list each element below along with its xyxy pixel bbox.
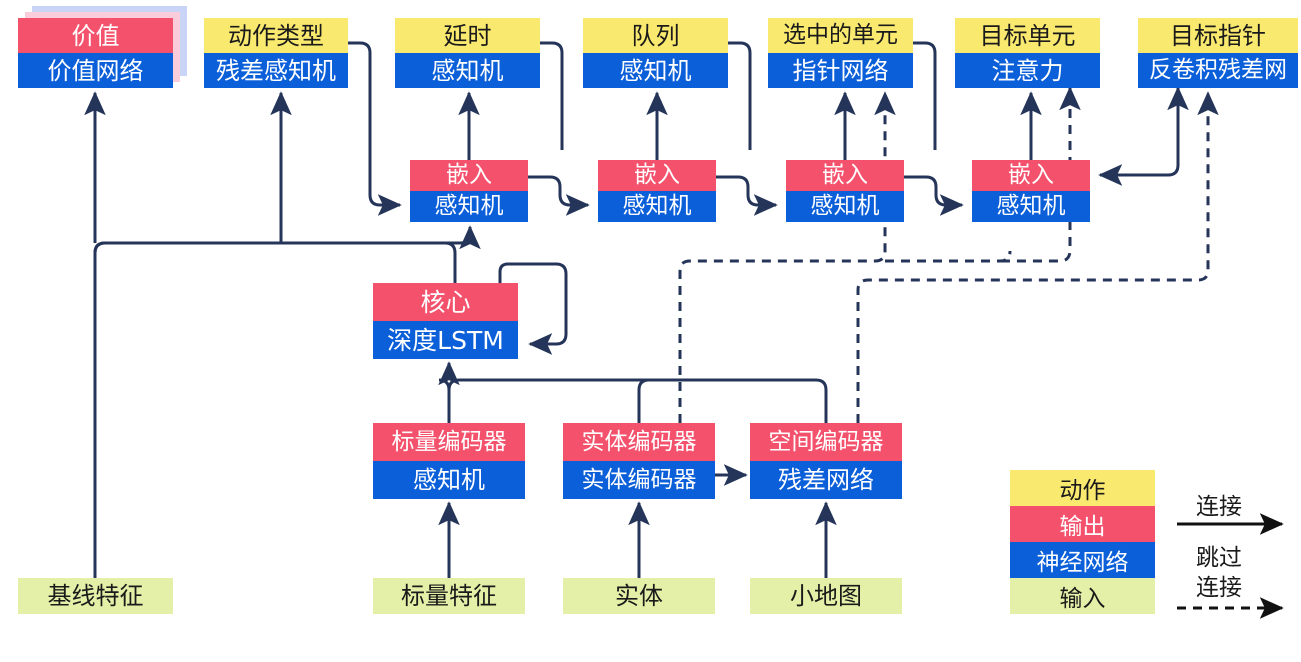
node-delay[interactable]: 延时 感知机 <box>395 18 540 88</box>
node-target-pointer-bottom: 反卷积残差网 <box>1138 53 1298 88</box>
node-scalar-encoder[interactable]: 标量编码器 感知机 <box>373 423 525 499</box>
node-value-top: 价值 <box>18 18 173 53</box>
legend-skip-label-line1: 跳过 <box>1196 545 1242 571</box>
node-core-bottom: 深度LSTM <box>373 321 518 359</box>
node-selected-units-top: 选中的单元 <box>768 18 913 53</box>
node-spatial-encoder-top: 空间编码器 <box>750 423 902 461</box>
node-target-pointer[interactable]: 目标指针 反卷积残差网 <box>1138 18 1298 88</box>
node-queued-top: 队列 <box>583 18 728 53</box>
node-target-unit-bottom: 注意力 <box>955 53 1100 88</box>
node-embed-2[interactable]: 嵌入 感知机 <box>598 160 716 222</box>
node-entity-encoder[interactable]: 实体编码器 实体编码器 <box>563 423 715 499</box>
node-target-unit[interactable]: 目标单元 注意力 <box>955 18 1100 88</box>
legend-arrows <box>1177 513 1284 619</box>
node-entity-encoder-top: 实体编码器 <box>563 423 715 461</box>
node-entity-encoder-bottom: 实体编码器 <box>563 461 715 499</box>
node-input-scalar-features[interactable]: 标量特征 <box>373 578 525 614</box>
node-embed-3-top: 嵌入 <box>786 160 904 191</box>
node-target-pointer-top: 目标指针 <box>1138 18 1298 53</box>
node-scalar-encoder-bottom: 感知机 <box>373 461 525 499</box>
node-delay-top: 延时 <box>395 18 540 53</box>
node-value[interactable]: 价值 价值网络 <box>18 18 173 88</box>
node-scalar-encoder-top: 标量编码器 <box>373 423 525 461</box>
node-input-minimap[interactable]: 小地图 <box>750 578 902 614</box>
legend-swatch-stack: 动作 输出 神经网络 输入 <box>1010 470 1155 614</box>
node-queued-bottom: 感知机 <box>583 53 728 88</box>
node-embed-4-top: 嵌入 <box>972 160 1090 191</box>
node-action-type[interactable]: 动作类型 残差感知机 <box>204 18 348 88</box>
legend-swatch-output: 输出 <box>1010 506 1155 542</box>
node-core[interactable]: 核心 深度LSTM <box>373 283 518 359</box>
node-embed-3[interactable]: 嵌入 感知机 <box>786 160 904 222</box>
node-delay-bottom: 感知机 <box>395 53 540 88</box>
node-embed-3-bottom: 感知机 <box>786 191 904 222</box>
node-core-top: 核心 <box>373 283 518 321</box>
node-embed-2-top: 嵌入 <box>598 160 716 191</box>
node-selected-units[interactable]: 选中的单元 指针网络 <box>768 18 913 88</box>
legend-skip-label-line2: 连接 <box>1196 575 1242 601</box>
node-spatial-encoder-bottom: 残差网络 <box>750 461 902 499</box>
node-embed-1-top: 嵌入 <box>410 160 528 191</box>
node-queued[interactable]: 队列 感知机 <box>583 18 728 88</box>
node-action-type-bottom: 残差感知机 <box>204 53 348 88</box>
node-embed-2-bottom: 感知机 <box>598 191 716 222</box>
legend-swatch-network: 神经网络 <box>1010 542 1155 578</box>
node-input-entities[interactable]: 实体 <box>563 578 715 614</box>
node-value-bottom: 价值网络 <box>18 53 173 88</box>
node-selected-units-bottom: 指针网络 <box>768 53 913 88</box>
legend-connection-label: 连接 <box>1196 494 1242 520</box>
node-target-unit-top: 目标单元 <box>955 18 1100 53</box>
node-embed-4-bottom: 感知机 <box>972 191 1090 222</box>
node-embed-1-bottom: 感知机 <box>410 191 528 222</box>
node-spatial-encoder[interactable]: 空间编码器 残差网络 <box>750 423 902 499</box>
node-embed-1[interactable]: 嵌入 感知机 <box>410 160 528 222</box>
legend-swatch-input: 输入 <box>1010 578 1155 614</box>
node-embed-4[interactable]: 嵌入 感知机 <box>972 160 1090 222</box>
node-action-type-top: 动作类型 <box>204 18 348 53</box>
legend-swatch-action: 动作 <box>1010 470 1155 506</box>
node-input-baseline-features[interactable]: 基线特征 <box>18 578 173 614</box>
